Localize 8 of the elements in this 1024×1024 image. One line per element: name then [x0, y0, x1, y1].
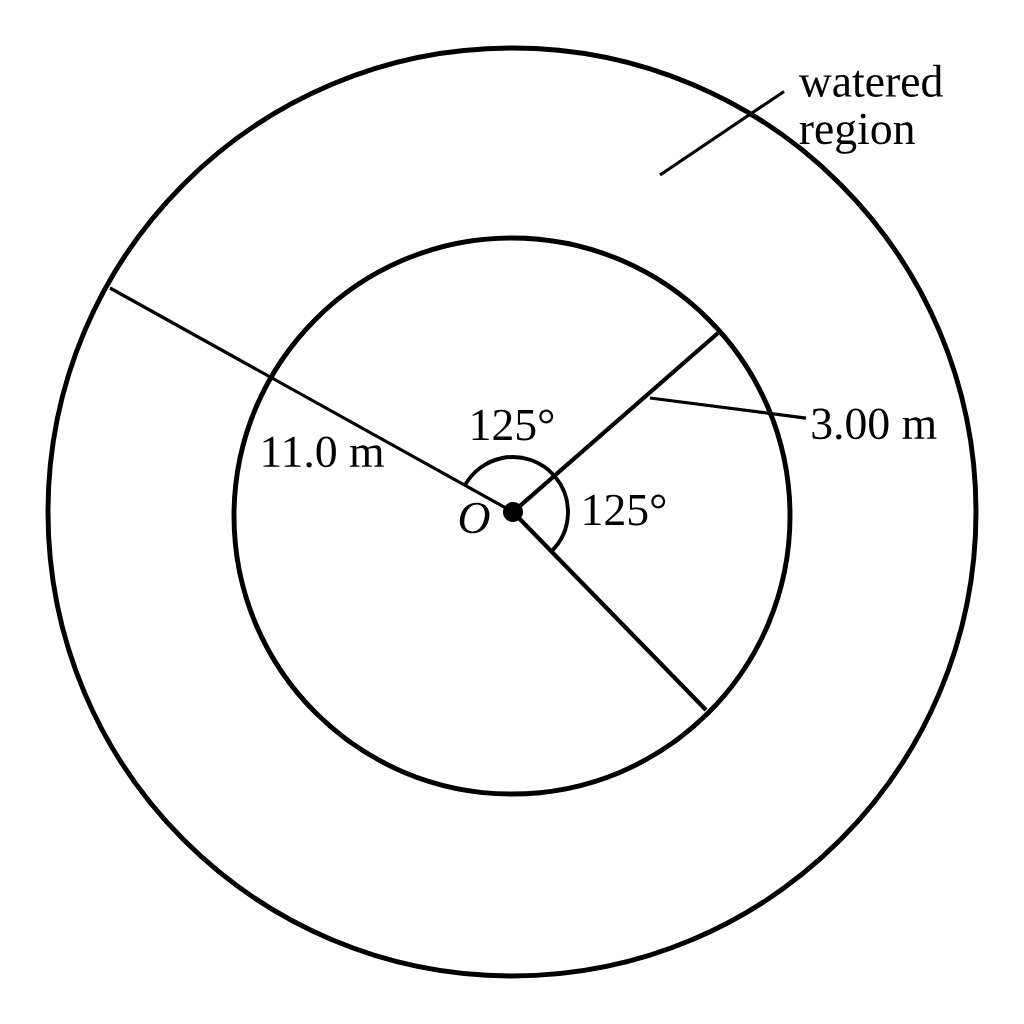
region-label: watered region	[798, 64, 943, 154]
dimension-label: 3.00 m	[812, 408, 937, 440]
leader-line	[649, 396, 807, 420]
angle-label: 125°	[584, 494, 666, 526]
angle-label: 125°	[472, 409, 554, 441]
point-label: O	[459, 502, 490, 534]
dimension-label: 11.0 m	[263, 436, 384, 468]
leader-line	[659, 90, 785, 177]
